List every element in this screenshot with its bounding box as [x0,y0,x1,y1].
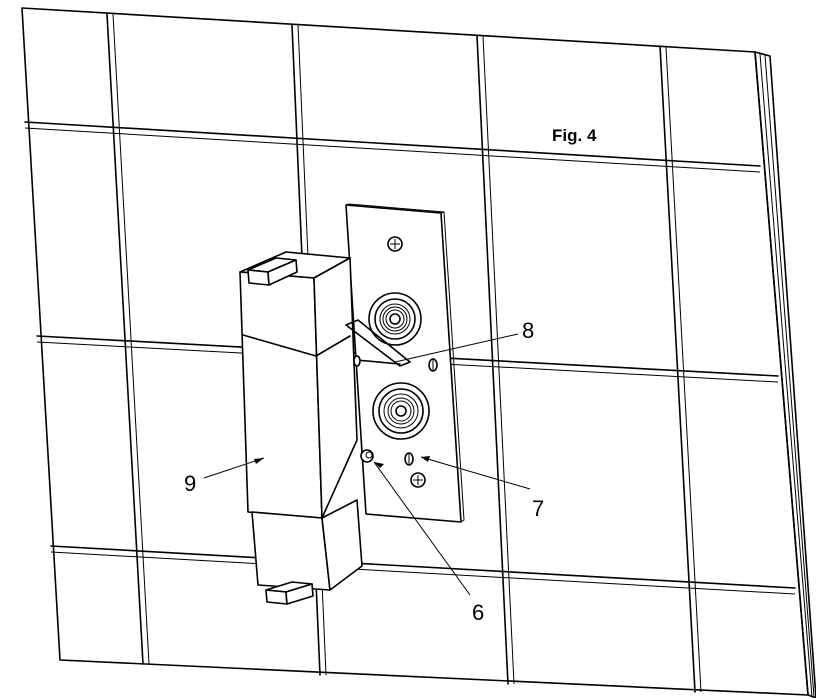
housing-box [239,251,363,605]
connector-upper [368,292,422,346]
screw-bottom [410,472,426,488]
callout-7: 7 [532,496,544,521]
wire-clip [345,319,411,367]
slot-lower [404,452,414,466]
callout-8: 8 [522,318,534,343]
slot-upper [428,358,438,372]
tile-grout-horizontal [24,121,796,595]
locking-pin [360,449,374,463]
callout-9: 9 [184,471,196,496]
mounting-plate [345,203,465,523]
callout-6: 6 [472,600,484,625]
wall-panel [21,7,816,698]
figure-title: Fig. 4 [552,126,597,145]
leader-lines [203,333,531,596]
screw-top [387,236,403,252]
connector-lower [372,382,430,440]
